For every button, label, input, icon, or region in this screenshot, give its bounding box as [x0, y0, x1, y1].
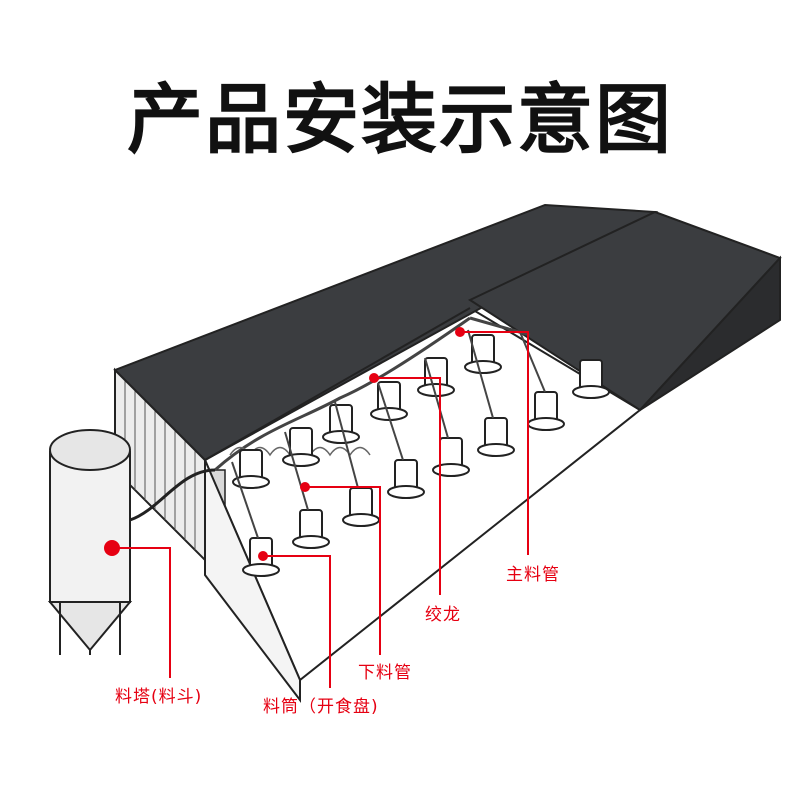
silo: [47, 429, 216, 655]
callout-silo: [112, 547, 171, 678]
label-feeder-pan: 料筒（开食盘): [263, 697, 379, 717]
label-main-pipe: 主料管: [506, 565, 560, 585]
label-auger: 绞龙: [425, 605, 461, 625]
callout-feeder-pan: [263, 555, 331, 688]
label-silo: 料塔(料斗): [115, 687, 203, 707]
callout-main-pipe: [460, 331, 529, 555]
label-drop-tube: 下料管: [358, 663, 412, 683]
callout-dots: [104, 327, 465, 561]
callouts: [112, 331, 529, 688]
side-wall: [204, 459, 301, 703]
roof: [113, 203, 782, 462]
drop-tubes: [231, 329, 546, 539]
callout-drop-tube: [305, 486, 381, 655]
auger-line: [214, 316, 471, 472]
callout-auger: [374, 377, 441, 595]
page-title: 产品安装示意图: [127, 75, 673, 164]
